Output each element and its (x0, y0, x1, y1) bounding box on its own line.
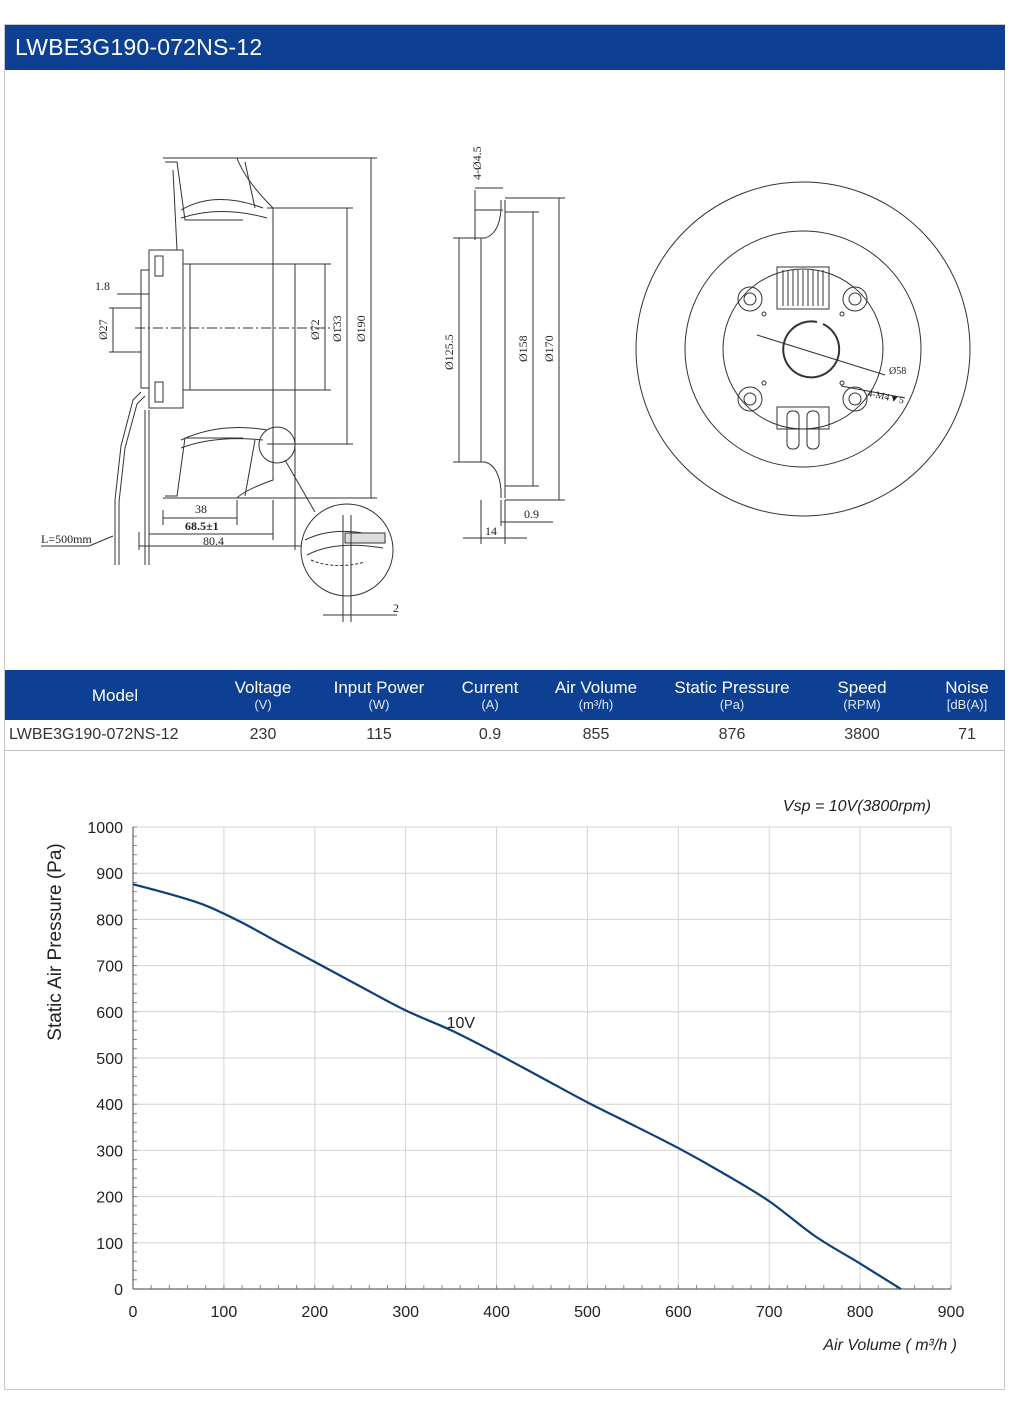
y-tick-label: 700 (96, 959, 123, 976)
dim-holes: 4-Ø4.5 (470, 146, 484, 180)
dim-0-9: 0.9 (524, 507, 539, 521)
series-label: 10V (447, 1015, 476, 1032)
performance-chart: 0 100 200 300 400 500 600 700 800 900 0 100 200 300 40… (45, 798, 964, 1354)
dim-d27: Ø27 (96, 319, 110, 340)
y-tick-label: 400 (96, 1097, 123, 1114)
dim-14: 14 (485, 524, 497, 538)
dim-d58: Ø58 (889, 366, 906, 377)
x-axis-label: Air Volume ( m³/h ) (822, 1337, 957, 1354)
x-tick-label: 400 (483, 1304, 510, 1321)
dim-detail-2: 2 (393, 601, 399, 615)
cell-current: 0.9 (478, 726, 502, 743)
cell-voltage: 230 (249, 726, 277, 743)
dim-d125-5: Ø125.5 (442, 334, 456, 370)
chart-series: 10V (132, 883, 902, 1290)
header-voltage: Voltage(V) (234, 677, 292, 712)
y-axis-label: Static Air Pressure (Pa) (45, 843, 66, 1040)
header-model: Model (91, 685, 139, 705)
y-tick-label: 500 (96, 1051, 123, 1068)
header-input-power: Input Power(W) (333, 677, 425, 712)
technical-drawing: 1.8 Ø27 Ø72 Ø133 Ø190 38 68.5±1 80.4 L=5… (41, 146, 971, 622)
x-tick-label: 700 (756, 1304, 783, 1321)
x-tick-label: 800 (847, 1304, 874, 1321)
header-air-volume: Air Volume(m³/h) (554, 677, 638, 712)
page-title: LWBE3G190-072NS-12 (5, 25, 1005, 70)
dim-d170: Ø170 (542, 335, 556, 362)
dim-1-8: 1.8 (95, 279, 110, 293)
dim-d158: Ø158 (516, 335, 530, 362)
x-tick-label: 100 (211, 1304, 238, 1321)
series-line-10v (132, 883, 902, 1290)
x-tick-label: 900 (938, 1304, 965, 1321)
dim-thread: 4-M4▼5 (866, 388, 905, 406)
dim-d72: Ø72 (308, 319, 322, 340)
cell-static-pressure: 876 (718, 726, 746, 743)
header-speed: Speed(RPM) (837, 677, 887, 712)
header-current: Current(A) (461, 677, 519, 712)
y-tick-label: 1000 (87, 820, 123, 837)
chart-annotation: Vsp = 10V(3800rpm) (783, 798, 931, 815)
dim-68-5: 68.5±1 (185, 519, 219, 533)
spec-table-row: LWBE3G190-072NS-12 230 115 0.9 855 876 3… (5, 720, 1005, 751)
dim-38: 38 (195, 502, 207, 516)
cell-input-power: 115 (366, 726, 392, 743)
cell-air-volume: 855 (582, 726, 610, 743)
x-tick-label: 0 (129, 1304, 138, 1321)
y-tick-label: 0 (114, 1282, 123, 1299)
header-static-pressure: Static Pressure(Pa) (674, 677, 790, 712)
y-tick-label: 900 (96, 866, 123, 883)
y-tick-label: 100 (96, 1236, 123, 1253)
dim-80-4: 80.4 (203, 534, 224, 548)
x-tick-label: 300 (392, 1304, 419, 1321)
x-tick-label: 600 (665, 1304, 692, 1321)
cell-speed: 3800 (844, 726, 880, 743)
y-tick-label: 300 (96, 1143, 123, 1160)
spec-table-header: Model Voltage(V) Input Power(W) Current(… (5, 670, 1005, 720)
dim-d133: Ø133 (330, 315, 344, 342)
x-tick-label: 200 (301, 1304, 328, 1321)
cell-noise: 71 (958, 726, 976, 743)
chart-grid (132, 826, 952, 1290)
header-noise: Noise[dB(A)] (945, 677, 989, 712)
dim-d190: Ø190 (354, 315, 368, 342)
y-tick-label: 600 (96, 1005, 123, 1022)
x-tick-label: 500 (574, 1304, 601, 1321)
cable-length-label: L=500mm (41, 532, 92, 546)
y-tick-label: 800 (96, 912, 123, 929)
chart-axes: 0 100 200 300 400 500 600 700 800 900 0 100 200 300 40… (87, 820, 964, 1321)
y-tick-label: 200 (96, 1190, 123, 1207)
cell-model: LWBE3G190-072NS-12 (9, 726, 179, 743)
